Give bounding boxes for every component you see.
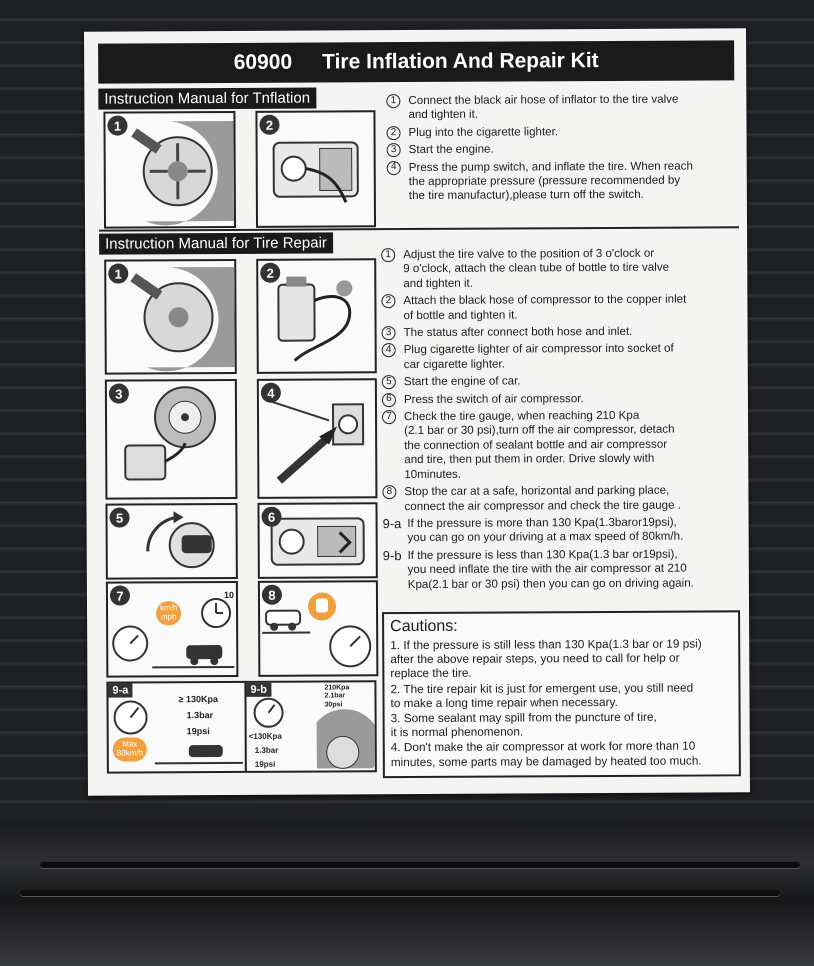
step-number: 2 (381, 294, 396, 309)
repair-panel-2: 2 (256, 258, 377, 374)
repair-step: 7 Check the tire gauge, when reaching 210… (381, 408, 742, 482)
step-text: Start the engine. (408, 142, 494, 157)
gauge-and-clock-icon (112, 598, 235, 669)
step-text: Plug cigarette lighter of air compressor… (403, 342, 674, 371)
step-text: If the pressure is more than 130 Kpa(1.3… (407, 515, 684, 545)
repair-step: 8 Stop the car at a safe, horizontal and … (382, 483, 742, 514)
step-text: Press the switch of air compressor. (403, 391, 584, 406)
step-text: Press the pump switch, and inflate the t… (408, 159, 693, 203)
repair-panel-5: 5 (105, 502, 238, 580)
inflation-panel-2: 2 (255, 110, 377, 228)
inflation-steps: 1 Connect the black air hose of inflator … (386, 92, 739, 207)
cigarette-socket-icon (268, 399, 365, 484)
model-number: 60900 (233, 50, 293, 74)
step-text: Start the engine of car. (403, 374, 521, 389)
repair-step: 6 Press the switch of air compressor. (381, 391, 742, 407)
black-cable (40, 862, 800, 868)
repair-panel-9a: 9-a ≥ 130Kpa 1.3bar 19psi Max 80km/h (106, 680, 247, 774)
step-text: Adjust the tire valve to the position of… (403, 246, 670, 290)
cautions-box: Cautions: 1. If the pressure is still le… (382, 610, 741, 779)
step-number: 1 (386, 94, 401, 109)
inflation-panel-1: 1 (103, 110, 237, 229)
step-number: 9-a (382, 515, 402, 531)
panel-number: 8 (261, 584, 283, 605)
repair-panel-1: 1 (104, 258, 237, 375)
panel-number: 2 (260, 262, 281, 283)
tire-valve-icon (131, 120, 234, 226)
step-number: 9-b (382, 547, 402, 563)
repair-steps: 1 Adjust the tire valve to the position o… (381, 246, 743, 595)
repair-step: 1 Adjust the tire valve to the position o… (381, 246, 741, 291)
sealant-bottle-icon (277, 276, 353, 362)
panel-number: 3 (108, 383, 129, 404)
repair-step: 9-b If the pressure is less than 130 Kpa(… (383, 547, 743, 592)
step-text: The status after connect both hose and i… (403, 324, 633, 340)
step-number: 1 (381, 248, 396, 263)
repair-heading: Instruction Manual for Tire Repair (99, 232, 333, 255)
repair-panel-7: 7 km/h mph 10 (105, 580, 239, 678)
compressor-icon (272, 141, 359, 203)
caution-item: 1. If the pressure is still less than 13… (390, 636, 702, 681)
panel-number: 1 (107, 115, 128, 136)
inflation-step: 4 Press the pump switch, and inflate the … (386, 159, 739, 204)
case-bottom-edge (0, 820, 814, 966)
gauge-and-car-icon (113, 700, 243, 765)
inflation-step: 2 Plug into the cigarette lighter. (386, 124, 739, 140)
inflation-step: 1 Connect the black air hose of inflator … (386, 92, 738, 123)
panel-number: 1 (108, 263, 129, 284)
step-text: Check the tire gauge, when reaching 210 … (403, 408, 675, 481)
repair-step: 3 The status after connect both hose and … (381, 324, 742, 341)
repair-panel-3: 3 (104, 378, 238, 500)
caution-item: 4. Don't make the air compressor at work… (390, 738, 702, 769)
panel-number: 9-b (246, 682, 271, 697)
title-bar: 60900 Tire Inflation And Repair Kit (98, 40, 735, 84)
panel-number: 7 (109, 585, 131, 606)
panel-number: 9-a (108, 683, 133, 698)
repair-step: 9-a If the pressure is more than 130 Kpa(… (383, 515, 743, 546)
repair-step: 4 Plug cigarette lighter of air compresso… (381, 342, 742, 373)
inflation-heading: Instruction Manual for Tnflation (98, 87, 317, 110)
panel-number: 2 (259, 114, 280, 135)
step-text: Attach the black hose of compressor to t… (403, 292, 687, 322)
stop-car-and-gauge-icon (262, 592, 372, 668)
inflation-step: 3 Start the engine. (386, 142, 739, 158)
panel-number: 5 (109, 507, 130, 528)
step-number: 7 (381, 410, 397, 425)
repair-panel-4: 4 (256, 378, 378, 499)
tire-valve-icon (130, 266, 235, 372)
step-number: 4 (386, 160, 401, 175)
panel-number: 4 (260, 382, 281, 403)
panel-number: 6 (261, 506, 282, 527)
repair-panel-8: 8 (257, 580, 379, 677)
caution-item: 2. The tire repair kit is just for emerg… (390, 680, 694, 710)
step-text: If the pressure is less than 130 Kpa(1.3… (407, 547, 694, 591)
repair-panel-9b: 9-b 210Kpa 2.1bar 30psi <130Kpa 1.3bar 1… (244, 680, 377, 773)
caution-item: 3. Some sealant may spill from the punct… (390, 709, 657, 740)
repair-panel-6: 6 (257, 502, 378, 579)
repair-step: 5 Start the engine of car. (381, 374, 742, 390)
step-text: Stop the car at a safe, horizontal and p… (404, 483, 682, 513)
step-text: Connect the black air hose of inflator t… (408, 92, 679, 122)
step-text: Plug into the cigarette lighter. (408, 125, 559, 139)
step-number: 3 (386, 143, 401, 158)
ignition-key-icon (146, 511, 215, 569)
step-number: 3 (381, 326, 396, 341)
gauge-and-tire-icon (253, 697, 375, 769)
cautions-heading: Cautions: (390, 617, 458, 636)
step-number: 2 (386, 125, 401, 140)
black-cable (20, 890, 780, 896)
repair-step: 2 Attach the black hose of compressor to … (381, 293, 741, 324)
step-number: 8 (382, 485, 397, 500)
compressor-switch-icon (270, 517, 365, 566)
step-number: 4 (381, 343, 396, 358)
wheel-with-bottle-icon (124, 386, 217, 481)
step-number: 5 (381, 375, 396, 390)
step-number: 6 (381, 392, 396, 407)
product-title: Tire Inflation And Repair Kit (322, 49, 599, 74)
instruction-label: 60900 Tire Inflation And Repair Kit Inst… (84, 28, 750, 796)
